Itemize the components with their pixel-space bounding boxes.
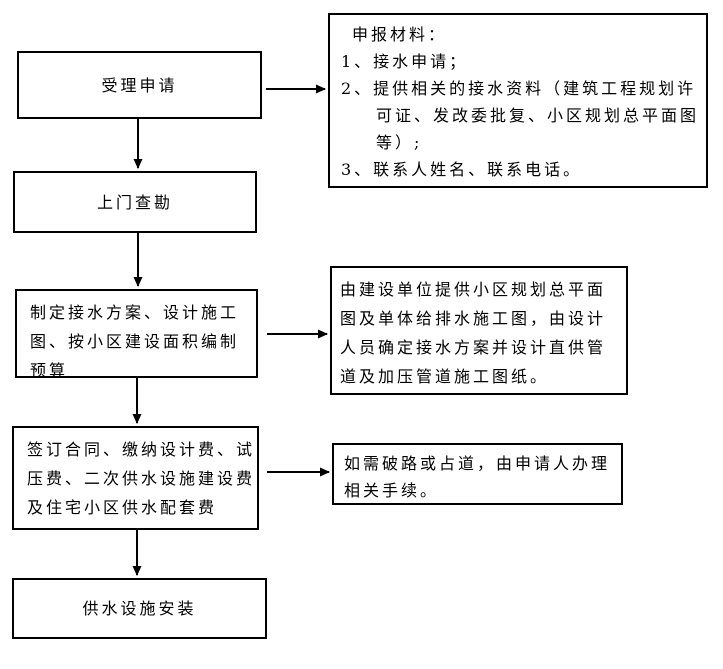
- note-application-materials: 申报材料： 1、接水申请； 2、提供相关的接水资料（建筑工程规划许 可证、发改委…: [328, 13, 708, 188]
- note-title: 申报材料：: [352, 25, 448, 44]
- note-line: 图及单体给排水施工图，由设计: [340, 309, 607, 328]
- step-line: 图、按小区建设面积编制: [30, 332, 240, 351]
- step-line: 压费、二次供水设施建设费: [27, 469, 256, 488]
- flow-step-accept-application: 受理申请: [17, 51, 262, 119]
- note-design-by-construction-unit: 由建设单位提供小区规划总平面 图及单体给排水施工图，由设计 人员确定接水方案并设…: [330, 266, 628, 395]
- note-line: 如需破路或占道，由申请人办理: [344, 454, 611, 473]
- note-line: 1、接水申请；: [341, 52, 469, 71]
- note-line: 人员确定接水方案并设计直供管: [340, 338, 607, 357]
- note-line: 2、提供相关的接水资料（建筑工程规划许: [341, 79, 697, 98]
- flow-step-sign-contract-pay-fees: 签订合同、缴纳设计费、试 压费、二次供水设施建设费 及住宅小区供水配套费: [12, 426, 259, 530]
- step-label: 上门查勘: [96, 192, 173, 212]
- note-road-occupation-procedure: 如需破路或占道，由申请人办理 相关手续。: [332, 443, 623, 505]
- note-line: 等）;: [376, 133, 423, 152]
- step-line: 制定接水方案、设计施工: [30, 303, 240, 322]
- note-line: 相关手续。: [344, 481, 440, 500]
- note-line: 由建设单位提供小区规划总平面: [340, 280, 607, 299]
- flow-step-make-plan-budget: 制定接水方案、设计施工 图、按小区建设面积编制 预算: [15, 289, 258, 380]
- step-line: 签订合同、缴纳设计费、试: [27, 440, 256, 459]
- step-line: 预算: [30, 361, 69, 380]
- flow-step-site-survey: 上门查勘: [13, 171, 257, 233]
- flow-step-facility-installation: 供水设施安装: [12, 578, 267, 639]
- note-line: 可证、发改委批复、小区规划总平面图: [376, 106, 700, 125]
- step-label: 供水设施安装: [82, 599, 197, 618]
- note-line: 道及加压管道施工图纸。: [340, 367, 550, 386]
- step-line: 及住宅小区供水配套费: [27, 498, 218, 517]
- step-label: 受理申请: [101, 75, 178, 95]
- note-line: 3、联系人姓名、联系电话。: [341, 160, 583, 179]
